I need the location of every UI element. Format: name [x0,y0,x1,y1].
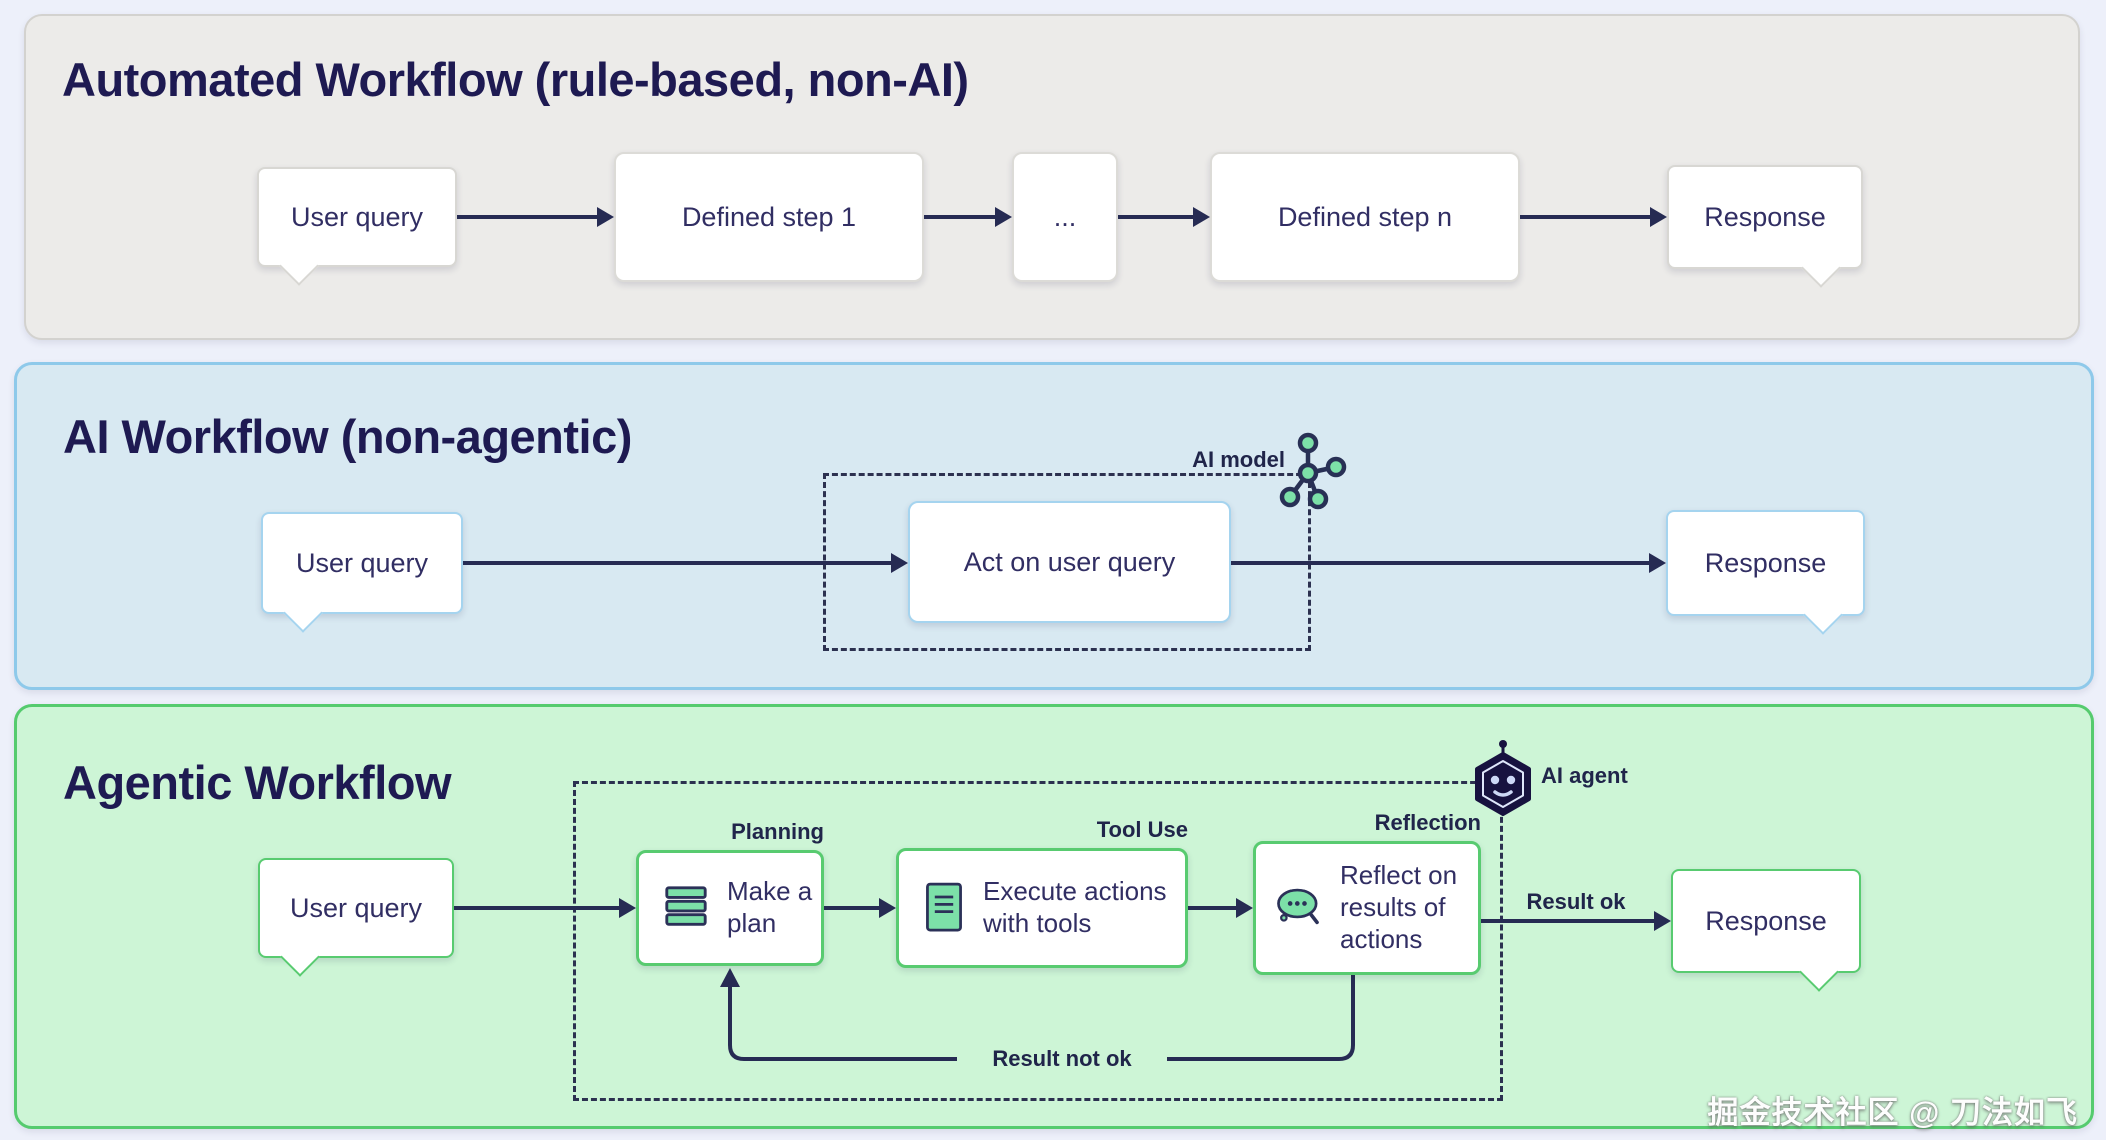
act-on-user-query-label: Act on user query [963,546,1176,577]
response-bubble: Response [1666,510,1865,635]
tool-use-stage-label: Tool Use [1096,817,1188,842]
planning-stage-label: Planning [731,819,824,844]
ellipsis-box: ... [1012,152,1118,282]
reflection-stage-label: Reflection [1374,810,1481,835]
panel-automated-workflow: Automated Workflow (rule-based, non-AI) … [24,14,2080,340]
arrow-reflect-to-response [1481,911,1671,931]
thought-bubble-icon [1272,882,1328,934]
panel-agentic-workflow: Agentic Workflow User query Planning Mak… [14,704,2094,1129]
arrow-query-to-plan [454,898,636,918]
response-label: Response [1704,201,1826,232]
ellipsis-label: ... [1053,201,1077,232]
user-query-label: User query [295,547,429,578]
user-query-label: User query [290,201,424,232]
defined-step-1-box: Defined step 1 [614,152,924,282]
panel-title: AI Workflow (non-agentic) [63,410,632,463]
panel-title: Agentic Workflow [63,756,452,809]
ai-agent-dashed-boundary [573,781,1503,1101]
ai-agent-label: AI agent [1541,763,1628,788]
make-a-plan-label: Make a plan [727,876,813,938]
execute-actions-box: Execute actions with tools [896,848,1188,968]
arrow-query-to-step1 [457,207,614,227]
watermark: 掘金技术社区 @ 刀法如飞 [1707,1095,2078,1130]
ai-model-label: AI model [1192,447,1285,472]
arrow-ellipsis-to-stepn [1118,207,1210,227]
speech-tail [283,593,323,633]
speech-tail [1801,248,1841,288]
arrow-stepn-to-response [1520,207,1667,227]
arrow-act-to-response [1231,553,1666,573]
reflect-box: Reflect on results of actions [1253,841,1481,975]
arrow-query-to-act [463,553,908,573]
response-label: Response [1704,547,1827,578]
result-not-ok-label: Result not ok [957,1046,1167,1072]
ai-model-molecule-icon [1279,432,1347,510]
panel-title: Automated Workflow (rule-based, non-AI) [62,53,969,106]
arrow-execute-to-reflect [1188,898,1253,918]
user-query-bubble: User query [257,167,457,286]
act-on-user-query-box: Act on user query [908,501,1231,623]
panel-ai-workflow: AI Workflow (non-agentic) User query Act… [14,362,2094,690]
defined-step-n-box: Defined step n [1210,152,1520,282]
make-a-plan-box: Make a plan [636,850,824,966]
result-ok-label: Result ok [1526,889,1626,914]
speech-tail [280,937,320,977]
user-query-bubble: User query [258,858,454,977]
user-query-bubble: User query [261,512,463,633]
response-bubble: Response [1667,165,1863,288]
defined-step-1-label: Defined step 1 [681,201,857,232]
arrow-plan-to-execute [824,898,896,918]
reflect-label: Reflect on results of actions [1340,860,1458,954]
response-bubble: Response [1671,869,1861,992]
arrow-step1-to-ellipsis [924,207,1012,227]
user-query-label: User query [289,892,423,923]
response-label: Response [1705,905,1827,936]
execute-actions-label: Execute actions with tools [983,876,1167,938]
ai-agent-robot-icon [1475,740,1531,816]
speech-tail [279,246,319,286]
speech-tail [1803,595,1843,635]
stack-icon [661,884,711,932]
defined-step-n-label: Defined step n [1277,201,1453,232]
speech-tail [1799,952,1839,992]
document-icon [921,880,967,936]
